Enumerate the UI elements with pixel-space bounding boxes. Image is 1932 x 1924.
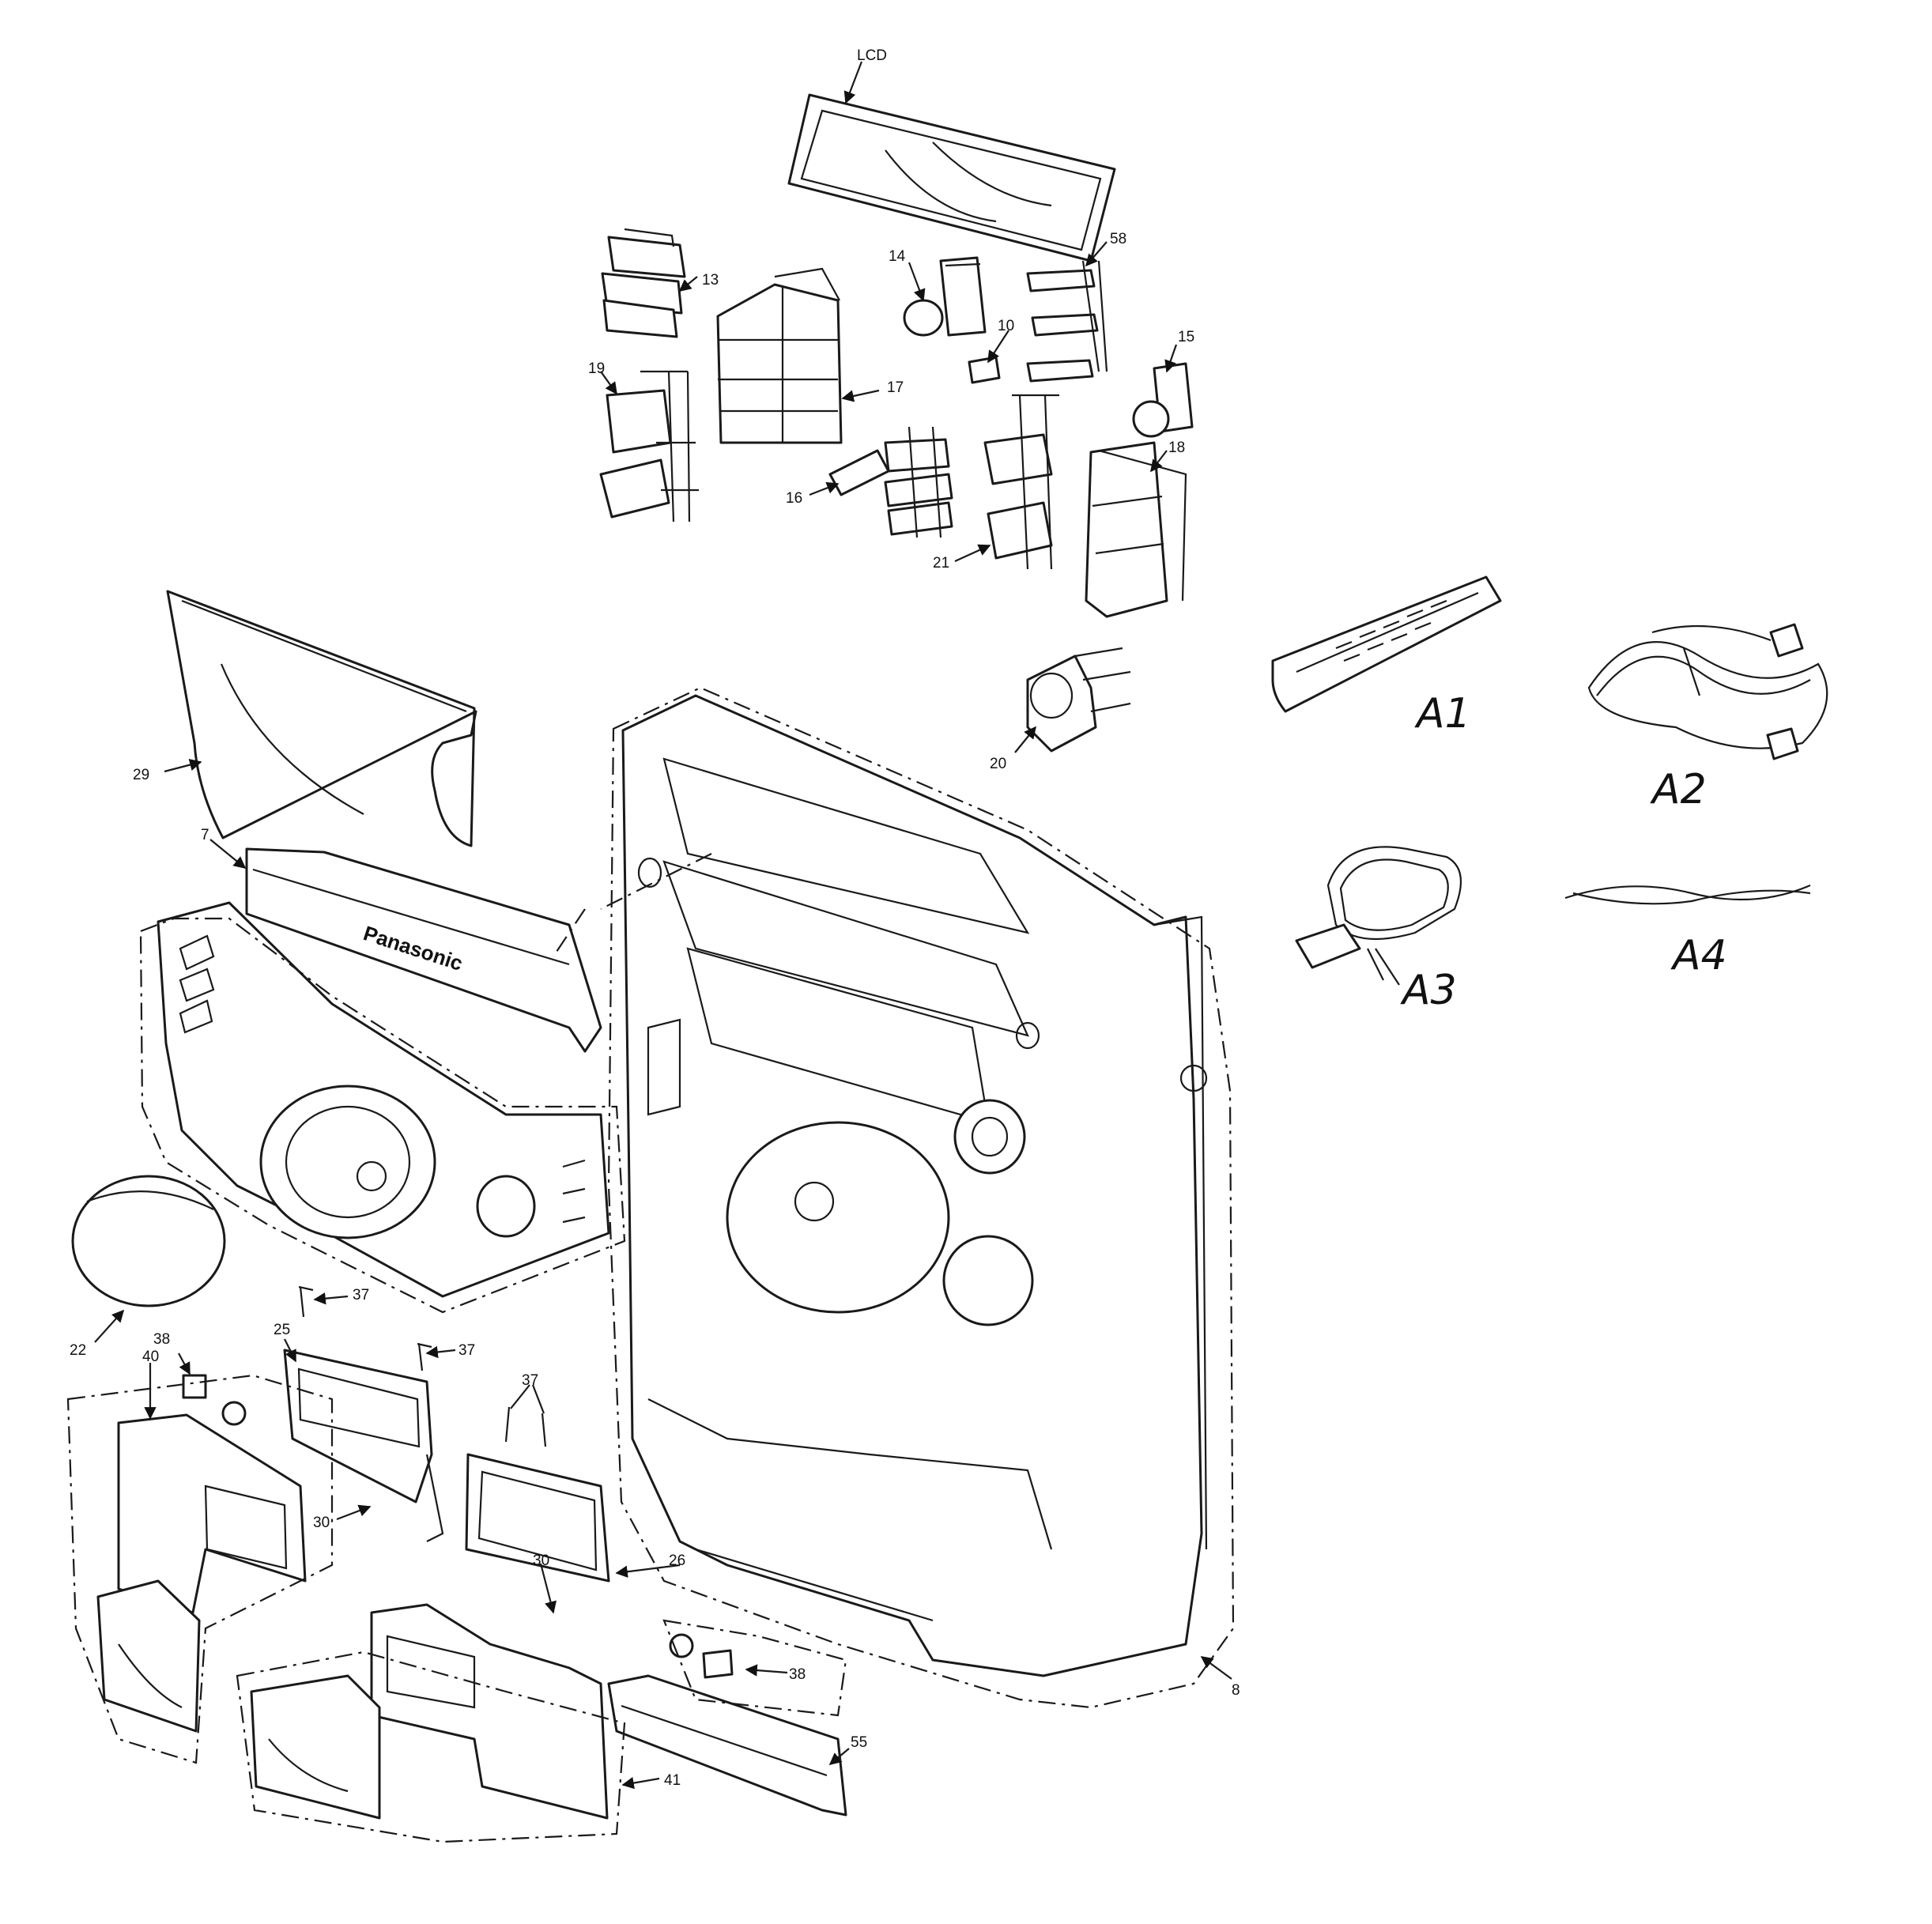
callout-38-a: 38: [153, 1331, 170, 1348]
callout-41: 41: [664, 1772, 681, 1789]
accessory-label-a3: A3: [1400, 967, 1457, 1014]
callout-40: 40: [142, 1349, 159, 1365]
callout-37-a: 37: [353, 1287, 369, 1303]
callout-38-b: 38: [789, 1666, 806, 1683]
accessory-label-a2: A2: [1650, 766, 1707, 813]
switch-10: [968, 356, 1001, 384]
power-cord-a2: [1587, 623, 1828, 760]
accessory-label-a4: A4: [1670, 932, 1727, 979]
lever-set-58: [1026, 260, 1108, 383]
callout-18: 18: [1168, 440, 1185, 456]
callout-lcd: LCD: [857, 47, 887, 64]
accessory-label-a1: A1: [1414, 690, 1471, 738]
callout-labels: LCD 13 14 58 10 15 19 17 18 16 21 20 29 …: [70, 47, 1240, 1789]
cassette-door-41: [250, 1603, 609, 1820]
fm-antenna-a4: [1564, 884, 1811, 905]
loop-antenna-a3: [1295, 846, 1462, 986]
remote-control-a1: [1271, 575, 1502, 713]
callout-13: 13: [702, 272, 719, 289]
callout-58: 58: [1110, 231, 1126, 247]
callout-20: 20: [990, 756, 1006, 772]
selector-21: [983, 394, 1059, 570]
parts-38: [182, 1374, 734, 1679]
selector-panel-17: [716, 267, 843, 444]
cassette-door-40: [96, 1413, 307, 1733]
callout-30-b: 30: [533, 1552, 549, 1569]
accessory-labels: A1 A2 A3 A4: [1400, 690, 1727, 1014]
main-cabinet-8: [621, 694, 1208, 1677]
callout-8: 8: [1232, 1682, 1240, 1699]
callout-22: 22: [70, 1342, 86, 1359]
callout-7: 7: [201, 827, 209, 843]
knob-15: [1132, 362, 1194, 438]
callout-14: 14: [889, 248, 906, 265]
callout-55: 55: [851, 1734, 867, 1751]
panel-18: [1085, 441, 1187, 618]
callout-16: 16: [786, 490, 802, 507]
callout-37-b: 37: [458, 1342, 475, 1359]
callout-19: 19: [588, 360, 605, 377]
front-panel-main: [157, 901, 610, 1298]
button-cluster-left: [601, 228, 686, 338]
callout-29: 29: [133, 767, 149, 783]
callout-10: 10: [998, 318, 1014, 334]
callout-30-a: 30: [313, 1515, 330, 1531]
callout-17: 17: [887, 379, 904, 396]
group-outlines: [66, 686, 1235, 1843]
knob-22: [71, 1175, 226, 1307]
callout-21: 21: [933, 555, 949, 572]
trim-55: [607, 1674, 847, 1816]
knob-14: [903, 256, 987, 337]
lcd-window: [787, 93, 1116, 262]
leader-lines: [94, 61, 1232, 1790]
holder-26: [465, 1453, 610, 1583]
callout-25: 25: [274, 1322, 290, 1338]
callout-26: 26: [669, 1552, 685, 1569]
knob-assembly-20: [1026, 647, 1131, 753]
callout-37-c: 37: [522, 1372, 538, 1389]
springs-37: [298, 1285, 547, 1447]
callout-15: 15: [1178, 329, 1194, 345]
button-cluster-19: [599, 370, 699, 522]
holder-25: [283, 1349, 444, 1542]
cover-29: [166, 590, 477, 847]
shaft-16: [828, 426, 953, 538]
